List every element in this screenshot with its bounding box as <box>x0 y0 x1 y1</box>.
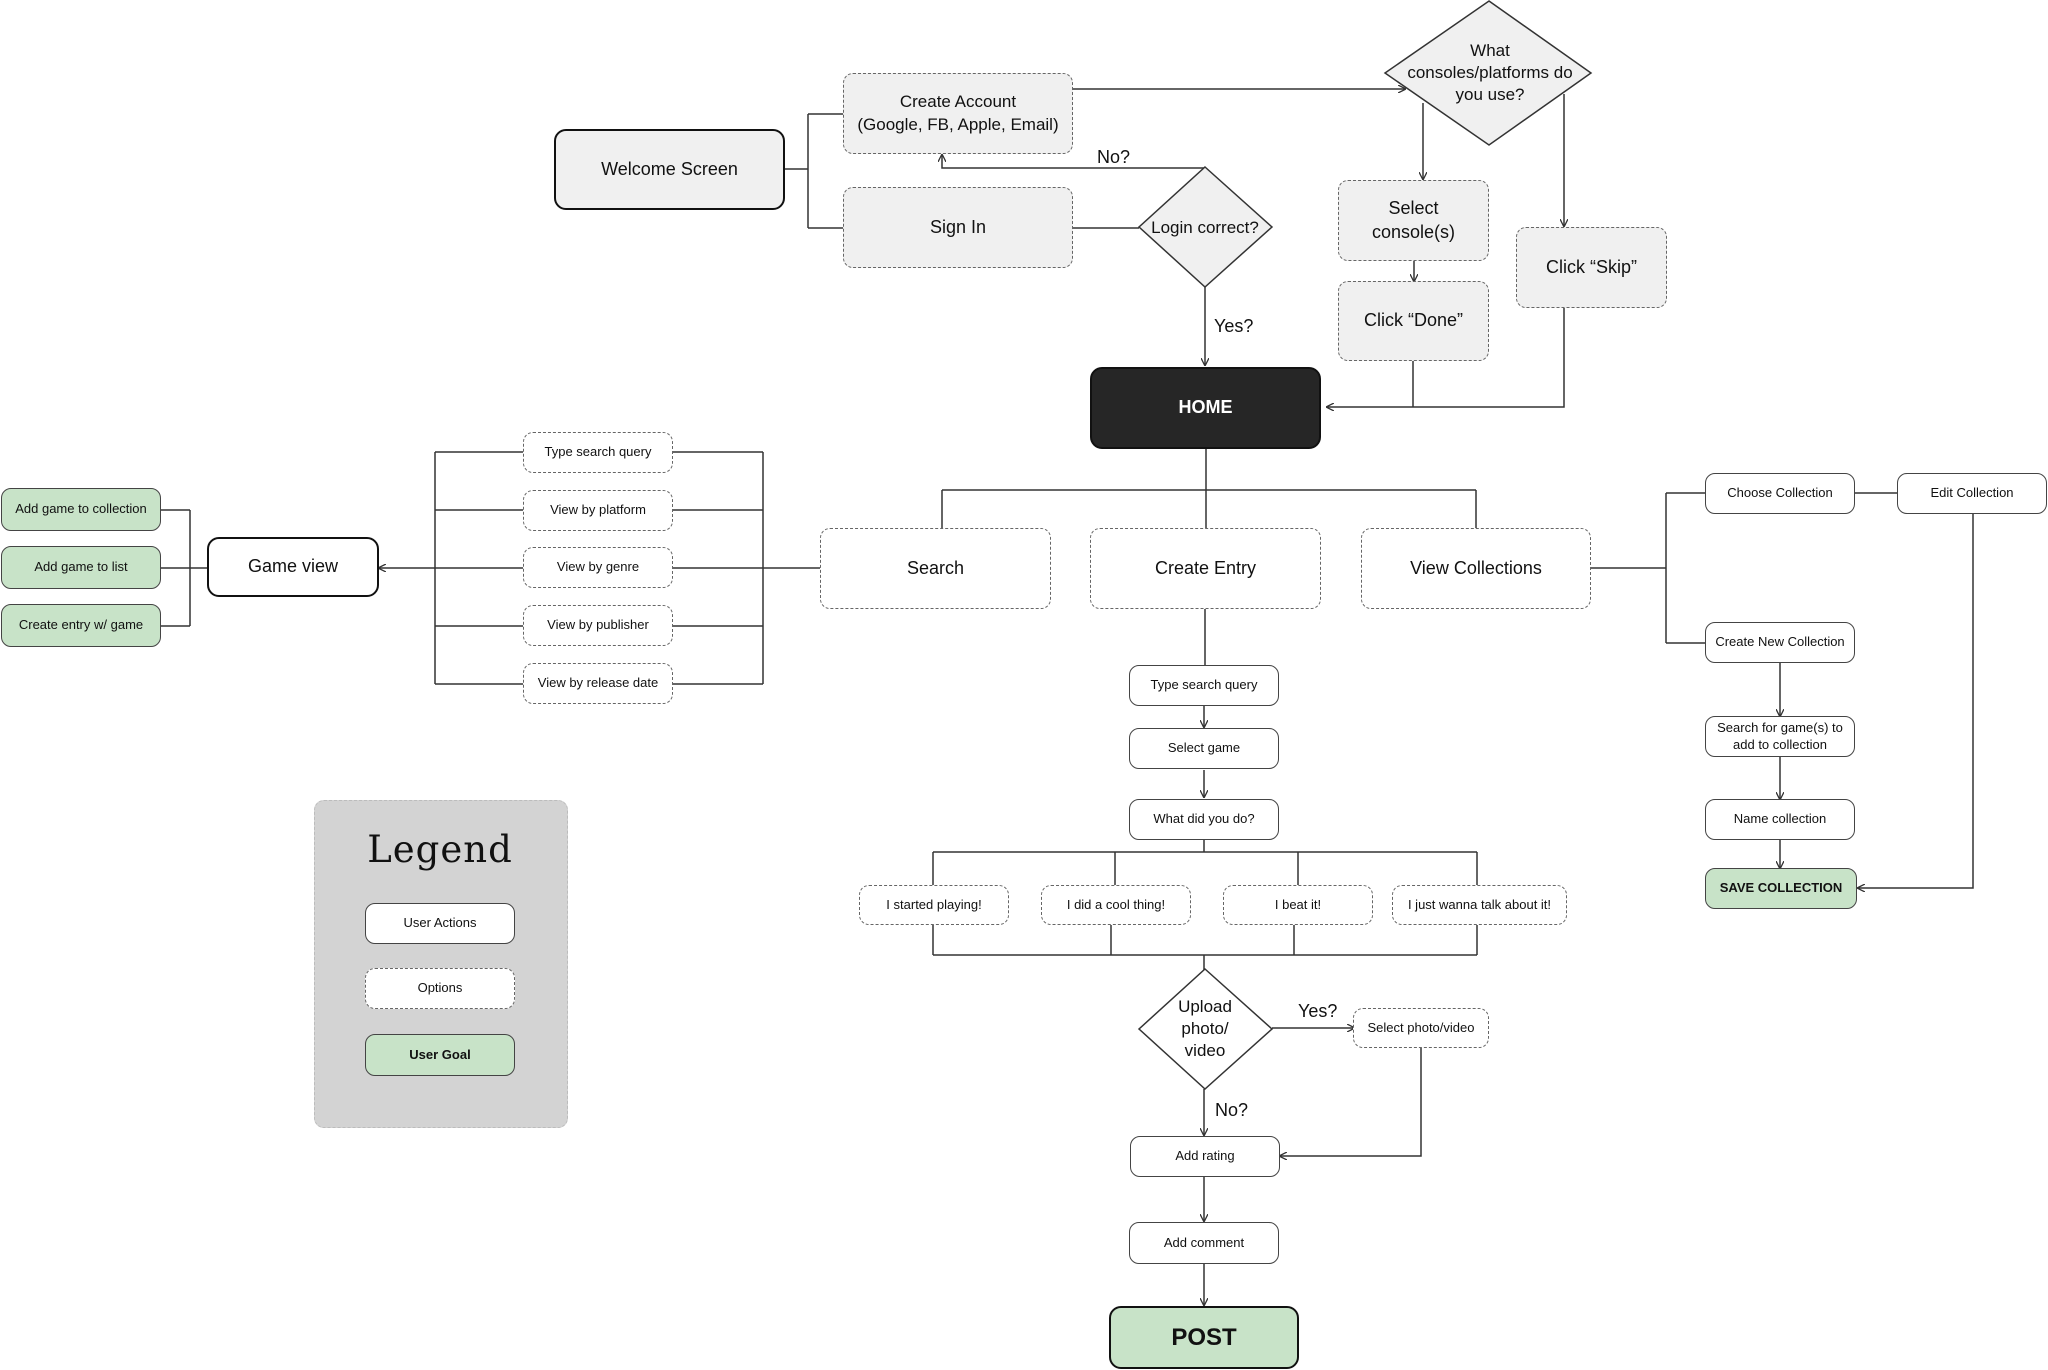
login-correct-decision: Login correct? <box>1151 217 1259 237</box>
save-collection-goal: SAVE COLLECTION <box>1705 868 1857 909</box>
edit-collection-action: Edit Collection <box>1897 473 2047 514</box>
view-collections-node: View Collections <box>1361 528 1591 609</box>
consoles-decision: What consoles/platforms do you use? <box>1407 40 1573 105</box>
login-yes-label: Yes? <box>1214 316 1254 336</box>
consoles-diamond-shape <box>1383 0 1593 146</box>
type-search-query-option: Type search query <box>523 432 673 473</box>
name-collection-action: Name collection <box>1705 799 1855 840</box>
post-goal: POST <box>1109 1306 1299 1369</box>
beat-it-option: I beat it! <box>1223 885 1373 925</box>
create-account-node: Create Account (Google, FB, Apple, Email… <box>843 73 1073 154</box>
type-search-query-action: Type search query <box>1129 665 1279 706</box>
select-photo-video-option: Select photo/video <box>1353 1008 1489 1048</box>
game-view-node: Game view <box>207 537 379 597</box>
legend-user-goal: User Goal <box>365 1034 515 1076</box>
choose-collection-action: Choose Collection <box>1705 473 1855 514</box>
welcome-screen-node: Welcome Screen <box>554 129 785 210</box>
select-game-action: Select game <box>1129 728 1279 769</box>
upload-photo-decision: Upload photo/ video <box>1178 996 1232 1061</box>
login-no-label: No? <box>1097 147 1131 167</box>
what-did-you-do-action: What did you do? <box>1129 799 1279 840</box>
add-game-to-collection-goal: Add game to collection <box>1 488 161 531</box>
login-diamond-shape <box>1137 165 1274 289</box>
home-node: HOME <box>1090 367 1321 449</box>
talk-about-it-option: I just wanna talk about it! <box>1392 885 1567 925</box>
upload-diamond-shape <box>1137 967 1274 1091</box>
click-done-node: Click “Done” <box>1338 281 1489 361</box>
add-comment-action: Add comment <box>1129 1222 1279 1264</box>
create-new-collection-action: Create New Collection <box>1705 622 1855 663</box>
select-console-node: Select console(s) <box>1338 180 1489 261</box>
legend-title: Legend <box>367 828 513 871</box>
sign-in-node: Sign In <box>843 187 1073 268</box>
add-game-to-list-goal: Add game to list <box>1 546 161 589</box>
cool-thing-option: I did a cool thing! <box>1041 885 1191 925</box>
search-for-games-action: Search for game(s) to add to collection <box>1705 716 1855 757</box>
create-entry-node: Create Entry <box>1090 528 1321 609</box>
add-rating-action: Add rating <box>1130 1136 1280 1177</box>
started-playing-option: I started playing! <box>859 885 1009 925</box>
search-node: Search <box>820 528 1051 609</box>
view-by-genre-option: View by genre <box>523 547 673 588</box>
upload-no-label: No? <box>1215 1100 1249 1120</box>
view-by-platform-option: View by platform <box>523 490 673 531</box>
legend-options: Options <box>365 968 515 1009</box>
legend-user-actions: User Actions <box>365 903 515 944</box>
view-by-release-date-option: View by release date <box>523 663 673 704</box>
view-by-publisher-option: View by publisher <box>523 605 673 646</box>
upload-yes-label: Yes? <box>1298 1001 1338 1021</box>
create-entry-with-game-goal: Create entry w/ game <box>1 604 161 647</box>
click-skip-node: Click “Skip” <box>1516 227 1667 308</box>
